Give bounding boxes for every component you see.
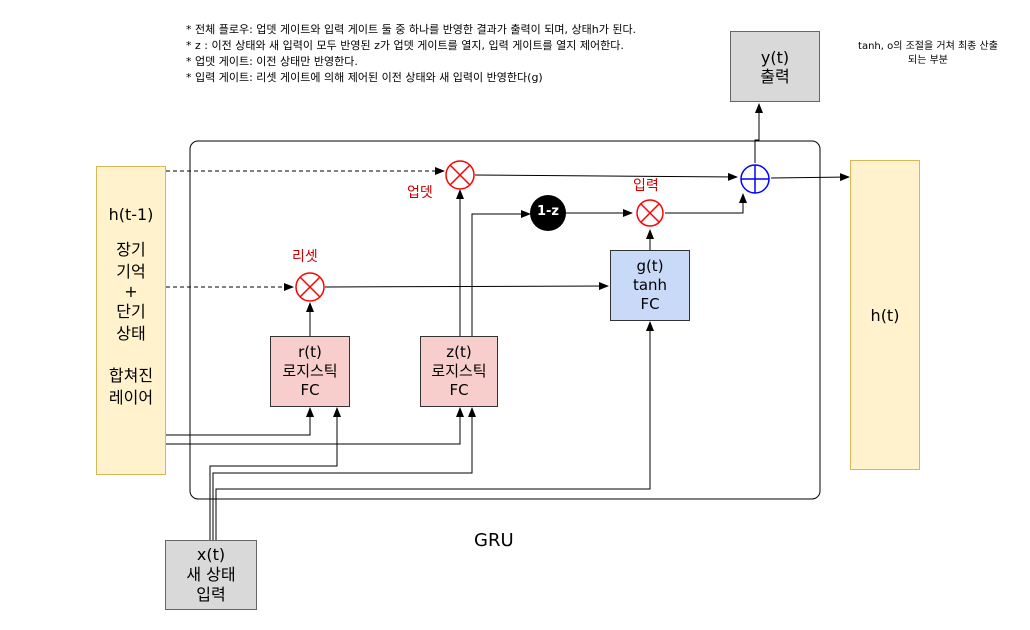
input-gate-multiply-icon: [636, 199, 664, 227]
fc-z-box: z(t) 로지스틱 FC: [420, 336, 498, 407]
prev-state-line4: 상태: [116, 324, 146, 343]
edge-prev-to-r: [166, 407, 314, 436]
update-gate-label: 업뎃: [407, 185, 433, 201]
output-label: 출력: [760, 66, 790, 86]
prev-state-name: h(t-1): [108, 205, 154, 224]
prev-state-plus: +: [124, 282, 138, 301]
fc-g-name: g(t): [636, 257, 664, 275]
prev-state-line2: 기억: [116, 262, 146, 281]
edge-reset-to-g: [324, 282, 609, 291]
fc-g-kind: tanh: [632, 276, 668, 294]
output-box: y(t) 출력: [730, 31, 820, 102]
edge-x-to-r: [209, 407, 341, 540]
edge-x-to-g: [215, 321, 654, 540]
input-gate-label: 입력: [633, 178, 659, 194]
side-note: tanh, o의 조절을 거쳐 최종 산출되는 부분: [858, 41, 998, 66]
prev-state-line5: 합쳐진: [108, 366, 154, 385]
edge-sum-to-output: [754, 103, 763, 163]
note-2: * z : 이전 상태와 새 입력이 모두 반영된 z가 업뎃 게이트를 열지,…: [186, 39, 624, 52]
next-state-name: h(t): [870, 305, 900, 325]
fc-r-box: r(t) 로지스틱 FC: [270, 336, 350, 407]
note-3: * 업뎃 게이트: 이전 상태만 반영한다.: [186, 55, 358, 68]
input-name: x(t): [196, 545, 226, 564]
input-line2: 입력: [196, 585, 226, 604]
one-minus-z-label: 1-z: [536, 204, 559, 219]
reset-gate-multiply-icon: [295, 272, 325, 302]
fc-z-type: FC: [449, 381, 469, 399]
update-gate-multiply-icon: [445, 160, 475, 190]
fc-r-type: FC: [300, 381, 320, 399]
prev-state-line3: 단기: [116, 302, 146, 321]
notes-block: * 전체 플로우: 업뎃 게이트와 입력 게이트 둘 중 하나를 반영한 결과가…: [186, 22, 686, 86]
edge-input-to-sum: [665, 193, 747, 214]
edge-sum-to-next: [770, 173, 850, 182]
gru-container: [189, 140, 821, 500]
next-state-box: h(t): [850, 160, 920, 470]
input-box: x(t) 새 상태 입력: [165, 540, 257, 610]
edge-z-to-one-minus-z: [471, 210, 531, 336]
note-1: * 전체 플로우: 업뎃 게이트와 입력 게이트 둘 중 하나를 반영한 결과가…: [186, 23, 637, 36]
fc-r-name: r(t): [298, 343, 322, 361]
reset-gate-label: 리셋: [292, 249, 318, 265]
sum-plus-icon: [740, 164, 770, 194]
fc-r-kind: 로지스틱: [282, 362, 338, 380]
fc-z-name: z(t): [446, 343, 472, 361]
gru-title: GRU: [474, 530, 514, 551]
input-line1: 새 상태: [186, 565, 236, 584]
edge-x-to-z: [212, 407, 476, 540]
prev-state-line1: 장기: [116, 240, 146, 259]
edge-prev-to-z: [166, 407, 464, 445]
output-name: y(t): [760, 47, 790, 67]
prev-state-box: h(t-1) 장기 기억 + 단기 상태 합쳐진 레이어: [96, 166, 166, 475]
one-minus-z-node: [530, 195, 566, 231]
fc-g-box: g(t) tanh FC: [610, 250, 690, 321]
fc-z-kind: 로지스틱: [431, 362, 487, 380]
fc-g-type: FC: [640, 295, 660, 313]
note-4: * 입력 게이트: 리셋 게이트에 의해 제어된 이전 상태와 새 입력이 반영…: [186, 71, 543, 84]
prev-state-line6: 레이어: [108, 388, 154, 407]
edge-update-to-sum: [474, 172, 738, 181]
